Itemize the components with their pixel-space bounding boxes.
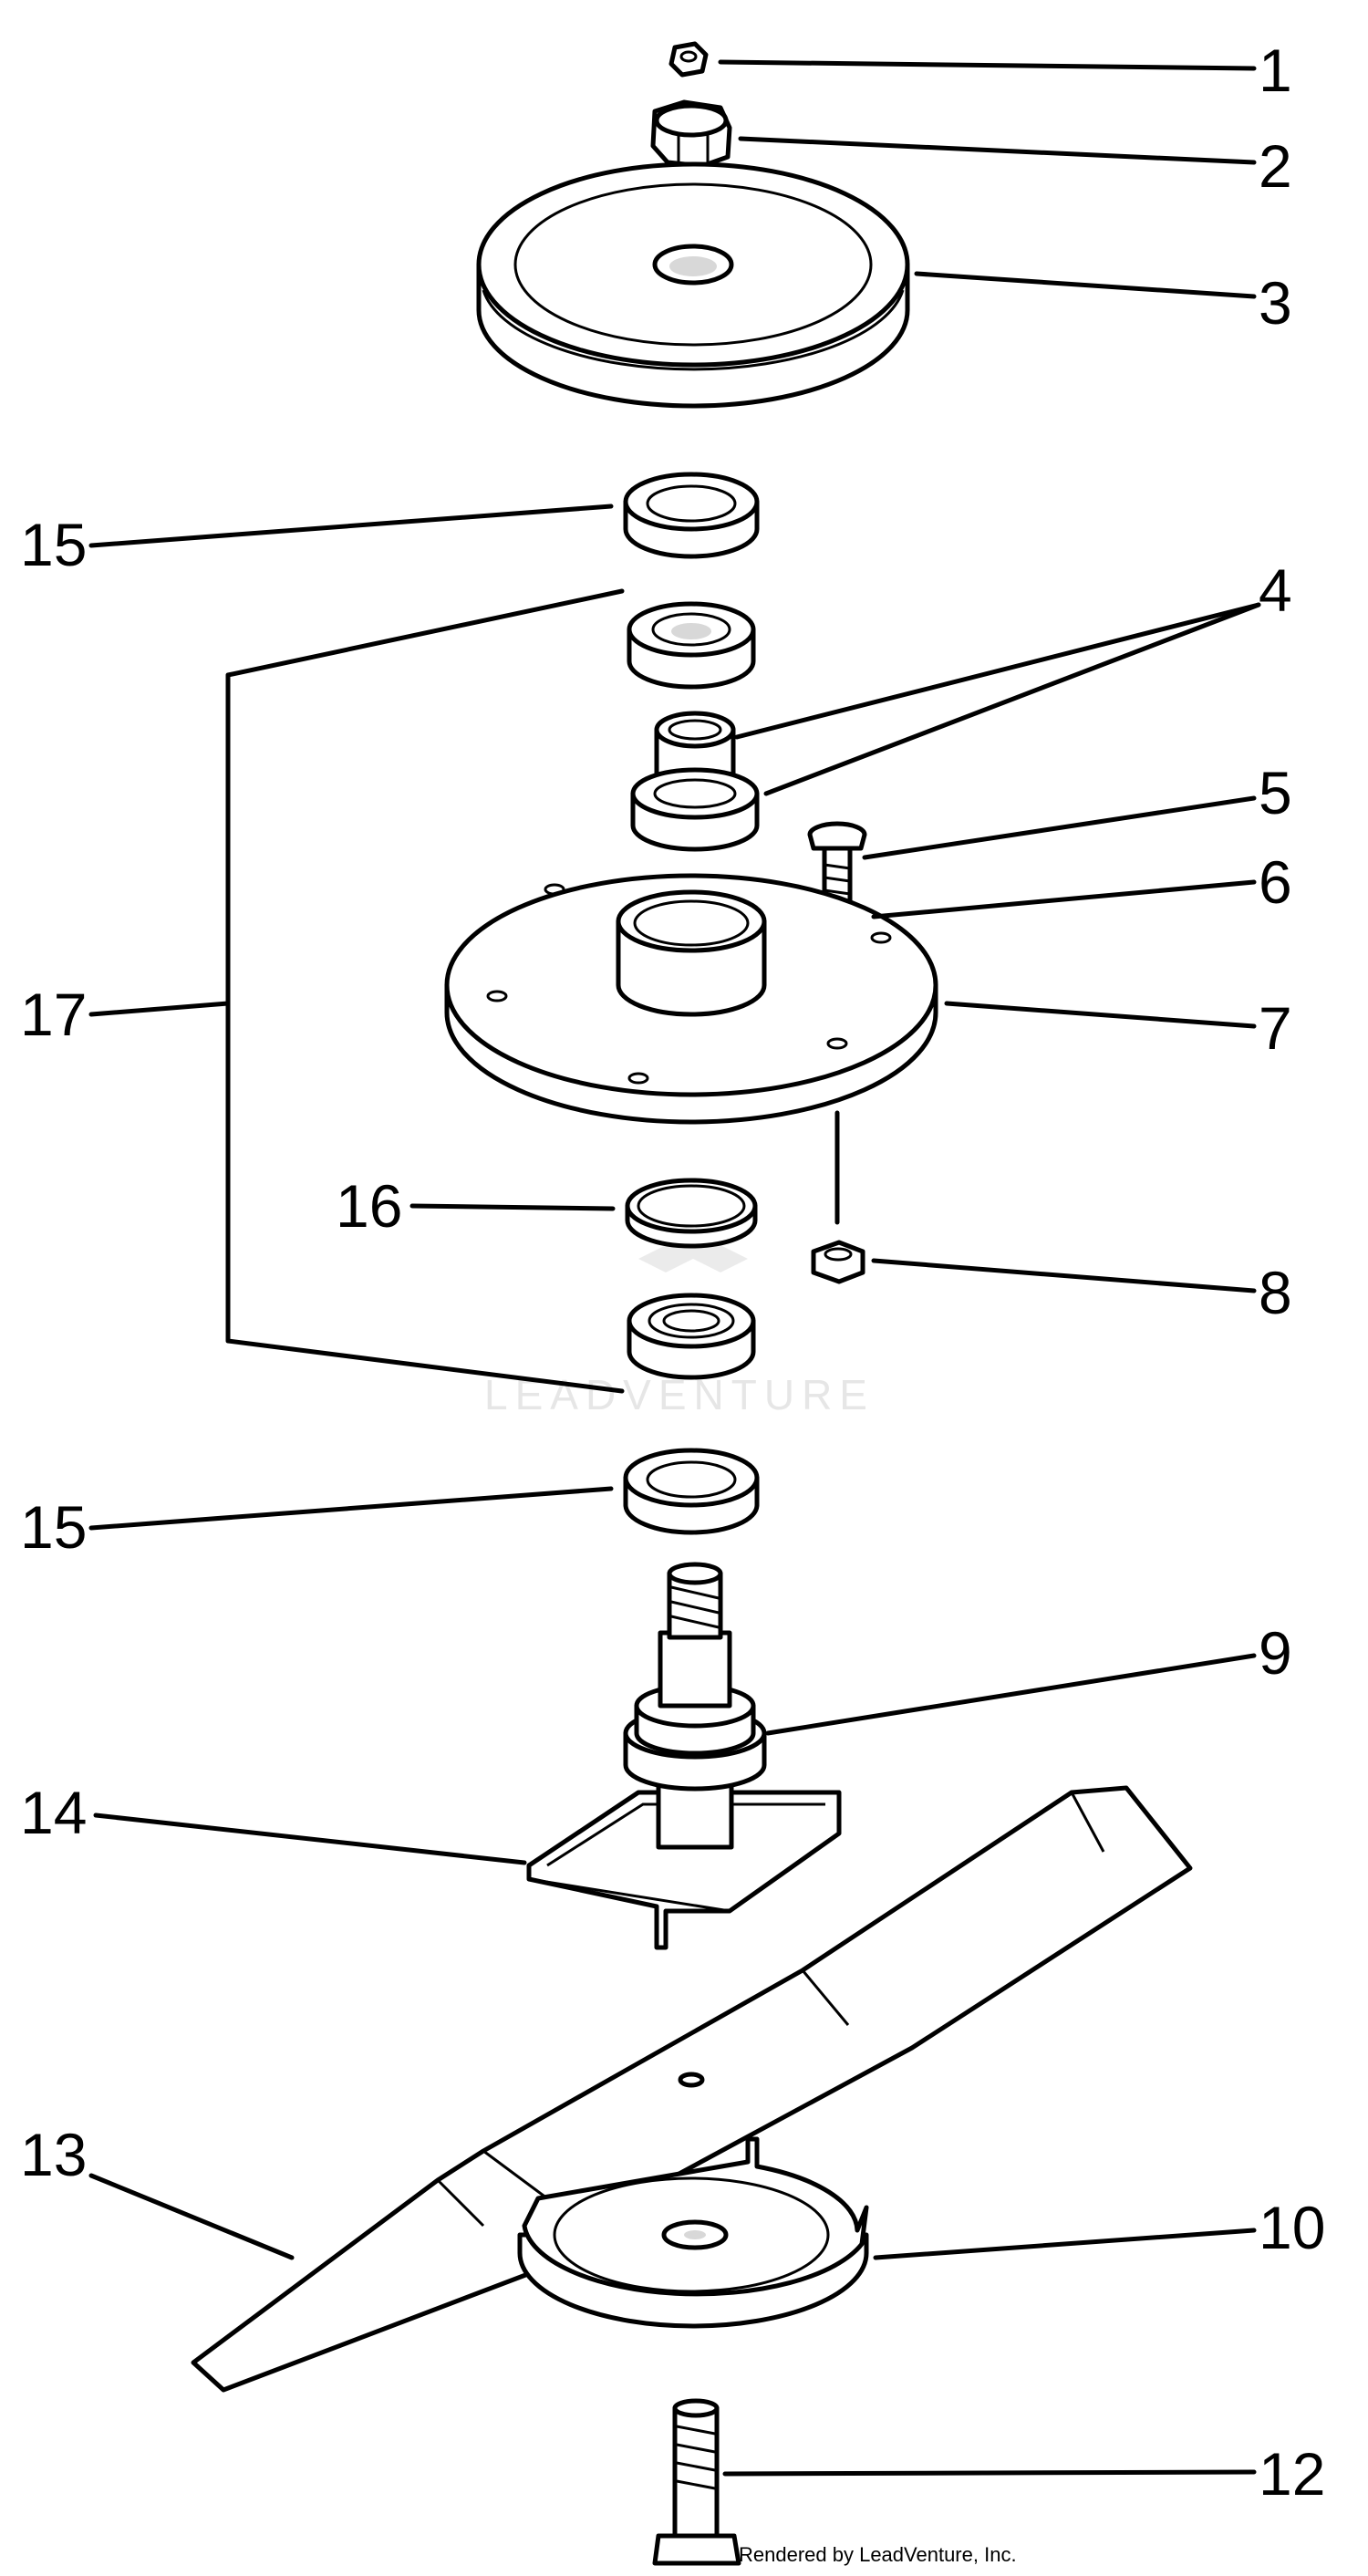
callouts: 1 2 3 4 5 6 7 8 9 10 12 13 14 15 15 16 1…	[20, 36, 1325, 2508]
callout-8: 8	[1259, 1259, 1292, 1326]
part-16-snap-ring	[625, 1178, 758, 1249]
callout-14: 14	[20, 1779, 87, 1846]
credit-text: Rendered by LeadVenture, Inc.	[739, 2543, 1017, 2566]
callout-13: 13	[20, 2121, 87, 2188]
part-14-base	[526, 1790, 842, 1950]
callout-17: 17	[20, 981, 87, 1048]
part-8-nut	[811, 1240, 865, 1284]
callout-12: 12	[1259, 2440, 1325, 2508]
callout-3: 3	[1259, 269, 1292, 337]
callout-1: 1	[1259, 36, 1292, 104]
callout-9: 9	[1259, 1619, 1292, 1687]
part-15-spacer-upper	[623, 472, 760, 559]
part-12-bolt	[652, 2398, 741, 2566]
callout-15-lower: 15	[20, 1493, 87, 1561]
part-15-spacer-lower	[623, 1448, 760, 1535]
callout-16: 16	[336, 1172, 402, 1240]
part-2-hex-nut	[650, 99, 732, 169]
callout-5: 5	[1259, 759, 1292, 826]
callout-2: 2	[1259, 132, 1292, 200]
leader-lines	[88, 59, 1261, 2477]
callout-15-upper: 15	[20, 511, 87, 578]
part-13-blade	[191, 1785, 1193, 2393]
callout-7: 7	[1259, 994, 1292, 1062]
lower-bearing	[627, 1293, 756, 1380]
upper-bearing	[627, 601, 756, 690]
part-10-cup	[517, 2136, 869, 2329]
part-1-nut	[668, 41, 709, 78]
part-4-bushings	[630, 711, 760, 852]
part-3-pulley	[476, 161, 910, 409]
part-7-housing	[444, 873, 938, 1225]
callout-6: 6	[1259, 848, 1292, 916]
callout-4: 4	[1259, 556, 1292, 624]
callout-10: 10	[1259, 2194, 1325, 2261]
part-9-spindle	[623, 1562, 767, 1850]
